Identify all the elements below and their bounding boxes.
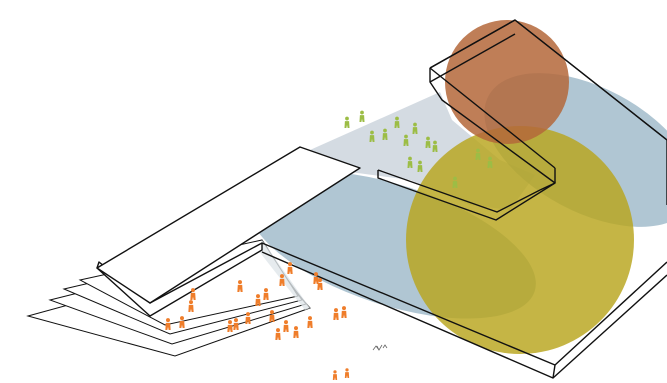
orange-person-head bbox=[191, 288, 195, 292]
green-person-head bbox=[476, 149, 480, 153]
orange-person-head bbox=[318, 278, 322, 282]
orange-person bbox=[283, 325, 288, 332]
orange-person bbox=[317, 283, 322, 290]
orange-person-head bbox=[270, 310, 274, 314]
orange-person bbox=[307, 321, 312, 328]
orange-person-head bbox=[189, 300, 193, 304]
green-person-head bbox=[418, 161, 422, 165]
orange-person-head bbox=[264, 288, 268, 292]
orange-person-head bbox=[333, 370, 336, 373]
orange-person-head bbox=[256, 294, 260, 298]
green-person-head bbox=[370, 131, 374, 135]
orange-person-head bbox=[228, 320, 232, 324]
green-person-head bbox=[426, 137, 430, 141]
orange-person bbox=[293, 331, 298, 338]
orange-person-head bbox=[180, 316, 184, 320]
green-person-head bbox=[488, 157, 492, 161]
orange-person-head bbox=[308, 316, 312, 320]
green-person-head bbox=[413, 123, 417, 127]
orange-person-head bbox=[294, 326, 298, 330]
orange-person-head bbox=[280, 274, 284, 278]
green-person-head bbox=[360, 111, 364, 115]
orange-person-head bbox=[246, 312, 250, 316]
orange-person-head bbox=[284, 320, 288, 324]
green-person bbox=[344, 121, 349, 128]
green-person-head bbox=[433, 141, 437, 145]
orange-person-head bbox=[276, 328, 280, 332]
small-figure bbox=[383, 345, 387, 348]
olive-zone bbox=[406, 126, 634, 354]
green-person-head bbox=[345, 117, 349, 121]
orange-person bbox=[287, 267, 292, 274]
orange-person-head bbox=[345, 368, 348, 371]
orange-person-head bbox=[334, 308, 338, 312]
orange-person bbox=[341, 311, 346, 318]
small-figures bbox=[373, 345, 387, 350]
orange-person bbox=[345, 372, 349, 378]
orange-person-head bbox=[166, 318, 170, 322]
orange-person bbox=[333, 313, 338, 320]
orange-person-head bbox=[234, 318, 238, 322]
orange-person-head bbox=[288, 262, 292, 266]
green-person bbox=[359, 115, 364, 122]
green-person-head bbox=[453, 177, 457, 181]
small-figure bbox=[373, 345, 382, 350]
orange-person-head bbox=[314, 272, 318, 276]
green-person-head bbox=[404, 135, 408, 139]
orange-person-head bbox=[342, 306, 346, 310]
orange-person-head bbox=[238, 280, 242, 284]
green-person-head bbox=[383, 129, 387, 133]
orange-person bbox=[275, 333, 280, 340]
green-person-head bbox=[408, 157, 412, 161]
green-person-head bbox=[395, 117, 399, 121]
orange-person bbox=[333, 374, 337, 380]
